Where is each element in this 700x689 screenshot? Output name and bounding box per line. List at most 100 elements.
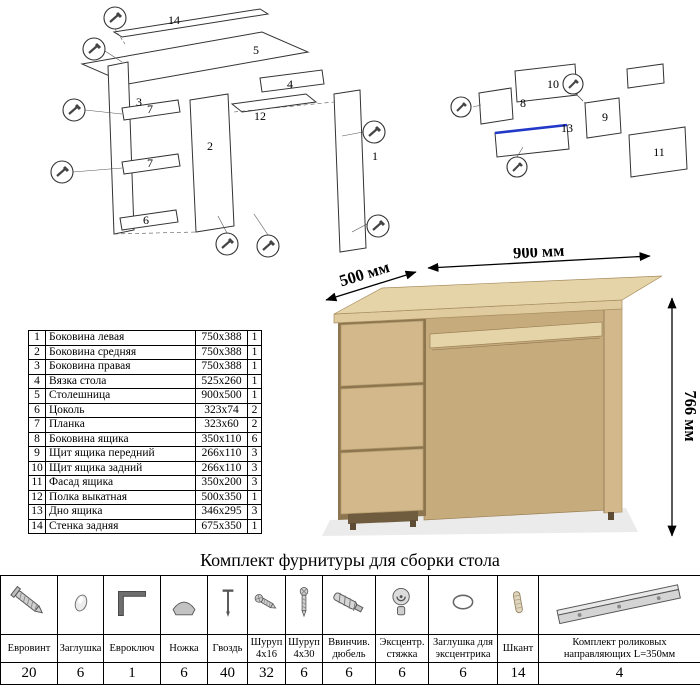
hexkey-icon xyxy=(118,590,146,616)
hw-icon-cell xyxy=(375,575,429,635)
hardware-icons-row xyxy=(0,575,700,635)
drawer-side-panel-2 xyxy=(626,63,665,89)
part-qty: 3 xyxy=(247,475,262,491)
depth-dimension-label: 500 мм xyxy=(337,257,392,290)
part-qty: 1 xyxy=(247,359,262,375)
hw-icon-cell xyxy=(103,575,161,635)
hardware-qty: 6 xyxy=(285,662,323,685)
part-number: 14 xyxy=(28,518,46,534)
hw-icon-cell xyxy=(497,575,539,635)
hw-icon-cell xyxy=(322,575,376,635)
part-size: 266х110 xyxy=(195,460,248,476)
part-label: 4 xyxy=(287,77,293,91)
part-name: Щит ящика передний xyxy=(45,446,196,462)
part-qty: 6 xyxy=(247,431,262,447)
hw-icon-cell xyxy=(207,575,248,635)
part-qty: 3 xyxy=(247,504,262,520)
part-size: 900х500 xyxy=(195,388,248,404)
part-label: 7 xyxy=(147,102,153,116)
part-size: 266х110 xyxy=(195,446,248,462)
hardware-name: Заглушка xyxy=(57,634,104,663)
hardware-name: Комплект роликовых направляющих L=350мм xyxy=(538,634,700,663)
nail-icon xyxy=(222,588,233,617)
hardware-name: Шуруп 4х16 xyxy=(247,634,286,663)
part-qty: 2 xyxy=(247,417,262,433)
cam-lock-icon xyxy=(392,587,410,615)
hardware-qty: 14 xyxy=(497,662,539,685)
part-size: 525х260 xyxy=(195,373,248,389)
side-panel-right xyxy=(333,89,367,253)
desk-feet xyxy=(350,512,614,530)
part-name: Дно ящика xyxy=(45,504,196,520)
hw-icon-cell xyxy=(0,575,58,635)
part-name: Щит ящика задний xyxy=(45,460,196,476)
hardware-name: Евроключ xyxy=(103,634,161,663)
part-size: 750х388 xyxy=(195,359,248,375)
tie-panel xyxy=(259,69,325,93)
drawer-facade-panel xyxy=(628,126,688,178)
hardware-qty-row: 20 6 1 6 40 32 6 6 6 6 14 4 xyxy=(0,662,700,685)
part-label: 9 xyxy=(602,110,608,124)
part-name: Вязка стола xyxy=(45,373,196,389)
part-label: 11 xyxy=(653,145,665,159)
part-name: Боковина левая xyxy=(45,330,196,346)
part-name: Планка xyxy=(45,417,196,433)
part-label: 3 xyxy=(136,95,142,109)
part-number: 3 xyxy=(28,359,46,375)
hardware-names-row: Евровинт Заглушка Евроключ Ножка Гвоздь … xyxy=(0,634,700,663)
hw-icon-cell xyxy=(285,575,323,635)
drawer-front-2 xyxy=(340,384,424,451)
leader-lines xyxy=(472,92,586,158)
part-label: 5 xyxy=(253,43,259,57)
hw-icon-cell xyxy=(247,575,286,635)
hardware-qty: 6 xyxy=(322,662,376,685)
part-name: Боковина ящика xyxy=(45,431,196,447)
side-panel-left xyxy=(107,61,135,235)
part-label: 10 xyxy=(547,77,559,91)
part-size: 500х350 xyxy=(195,489,248,505)
hardware-name: Ножка xyxy=(160,634,208,663)
hw-icon-cell xyxy=(57,575,104,635)
part-qty: 1 xyxy=(247,373,262,389)
part-name: Боковина средняя xyxy=(45,344,196,360)
plinth-strip xyxy=(119,209,179,231)
cam-cap-icon xyxy=(452,594,474,610)
part-size: 750х388 xyxy=(195,330,248,346)
hardware-name: Ввинчив. дюбель xyxy=(322,634,376,663)
drawer-front-panel xyxy=(584,97,622,139)
hardware-name: Шуруп 4х30 xyxy=(285,634,323,663)
part-label: 1 xyxy=(372,149,378,163)
part-number: 8 xyxy=(28,431,46,447)
hw-icon-cell xyxy=(160,575,208,635)
keyboard-tray xyxy=(429,321,603,349)
hardware-name: Гвоздь xyxy=(207,634,248,663)
part-qty: 1 xyxy=(247,518,262,534)
part-number: 13 xyxy=(28,504,46,520)
desk-render: 900 мм 500 мм 766 мм xyxy=(322,248,700,537)
width-dimension-label: 900 мм xyxy=(513,248,565,262)
part-name: Стенка задняя xyxy=(45,518,196,534)
part-number: 11 xyxy=(28,475,46,491)
roller-guide-highlight xyxy=(494,123,568,135)
part-label: 14 xyxy=(168,13,180,27)
depth-arrow xyxy=(325,270,417,302)
hardware-qty: 32 xyxy=(247,662,286,685)
right-side-panel xyxy=(603,306,623,514)
hardware-table: Евровинт Заглушка Евроключ Ножка Гвоздь … xyxy=(0,575,700,685)
plank-strip-1 xyxy=(121,99,181,121)
part-name: Боковина правая xyxy=(45,359,196,375)
part-size: 346х295 xyxy=(195,504,248,520)
part-label: 12 xyxy=(254,109,266,123)
screw-long-icon xyxy=(299,586,309,617)
hardware-name: Шкант xyxy=(497,634,539,663)
